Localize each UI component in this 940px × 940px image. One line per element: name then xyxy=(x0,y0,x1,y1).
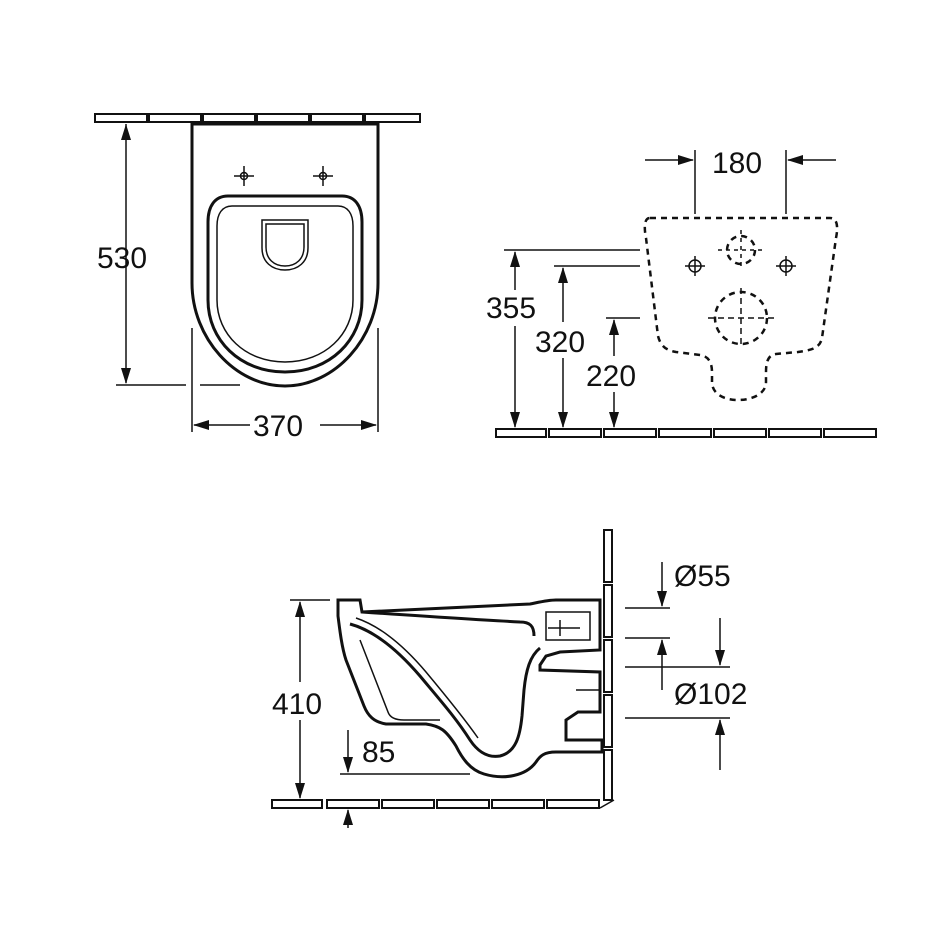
front-fixing-hole-left xyxy=(234,166,254,186)
rear-bolt-hole-left xyxy=(685,256,705,276)
dimension-diameter-55 xyxy=(625,562,670,690)
rear-bowl-outline xyxy=(643,216,839,402)
rear-water-inlet-hole xyxy=(718,230,764,270)
dimension-label-530: 530 xyxy=(97,242,147,275)
dimension-180 xyxy=(645,150,836,214)
dimension-diameter-102 xyxy=(625,618,730,770)
dimension-410 xyxy=(290,599,330,799)
dimension-label-410: 410 xyxy=(272,688,322,721)
front-wall-strip xyxy=(94,113,421,123)
side-floor-strip xyxy=(271,799,600,809)
dimension-355 xyxy=(510,251,520,428)
dimension-530 xyxy=(116,124,240,386)
dimension-label-180: 180 xyxy=(712,147,762,180)
dimension-label-diameter-55: Ø55 xyxy=(674,560,731,593)
front-bowl-outline xyxy=(190,122,380,388)
front-fixing-hole-right xyxy=(313,166,333,186)
dimension-label-320: 320 xyxy=(535,326,585,359)
side-bowl-inner xyxy=(349,622,542,758)
rear-outlet-hole xyxy=(708,288,774,348)
dimension-370 xyxy=(191,328,379,432)
front-bowl-opening xyxy=(261,219,309,271)
dimension-label-220: 220 xyxy=(586,360,636,393)
rear-floor-strip xyxy=(495,428,877,438)
dimension-label-diameter-102: Ø102 xyxy=(674,678,747,711)
side-bowl-outline xyxy=(336,598,604,779)
dimension-label-85: 85 xyxy=(362,736,395,769)
rear-view: 180 355 320 220 xyxy=(486,147,877,438)
front-view: 530 370 xyxy=(94,113,421,443)
side-wall-strip xyxy=(603,529,613,801)
side-view: 410 85 Ø55 Ø102 xyxy=(271,529,747,828)
dimension-220 xyxy=(609,319,619,428)
dimension-320 xyxy=(558,267,568,428)
dimension-85 xyxy=(340,730,470,828)
front-seat-outer xyxy=(206,194,364,374)
dimension-label-355: 355 xyxy=(486,292,536,325)
dimension-label-370: 370 xyxy=(253,410,303,443)
front-seat-inner xyxy=(216,205,354,363)
rear-bolt-hole-right xyxy=(776,256,796,276)
